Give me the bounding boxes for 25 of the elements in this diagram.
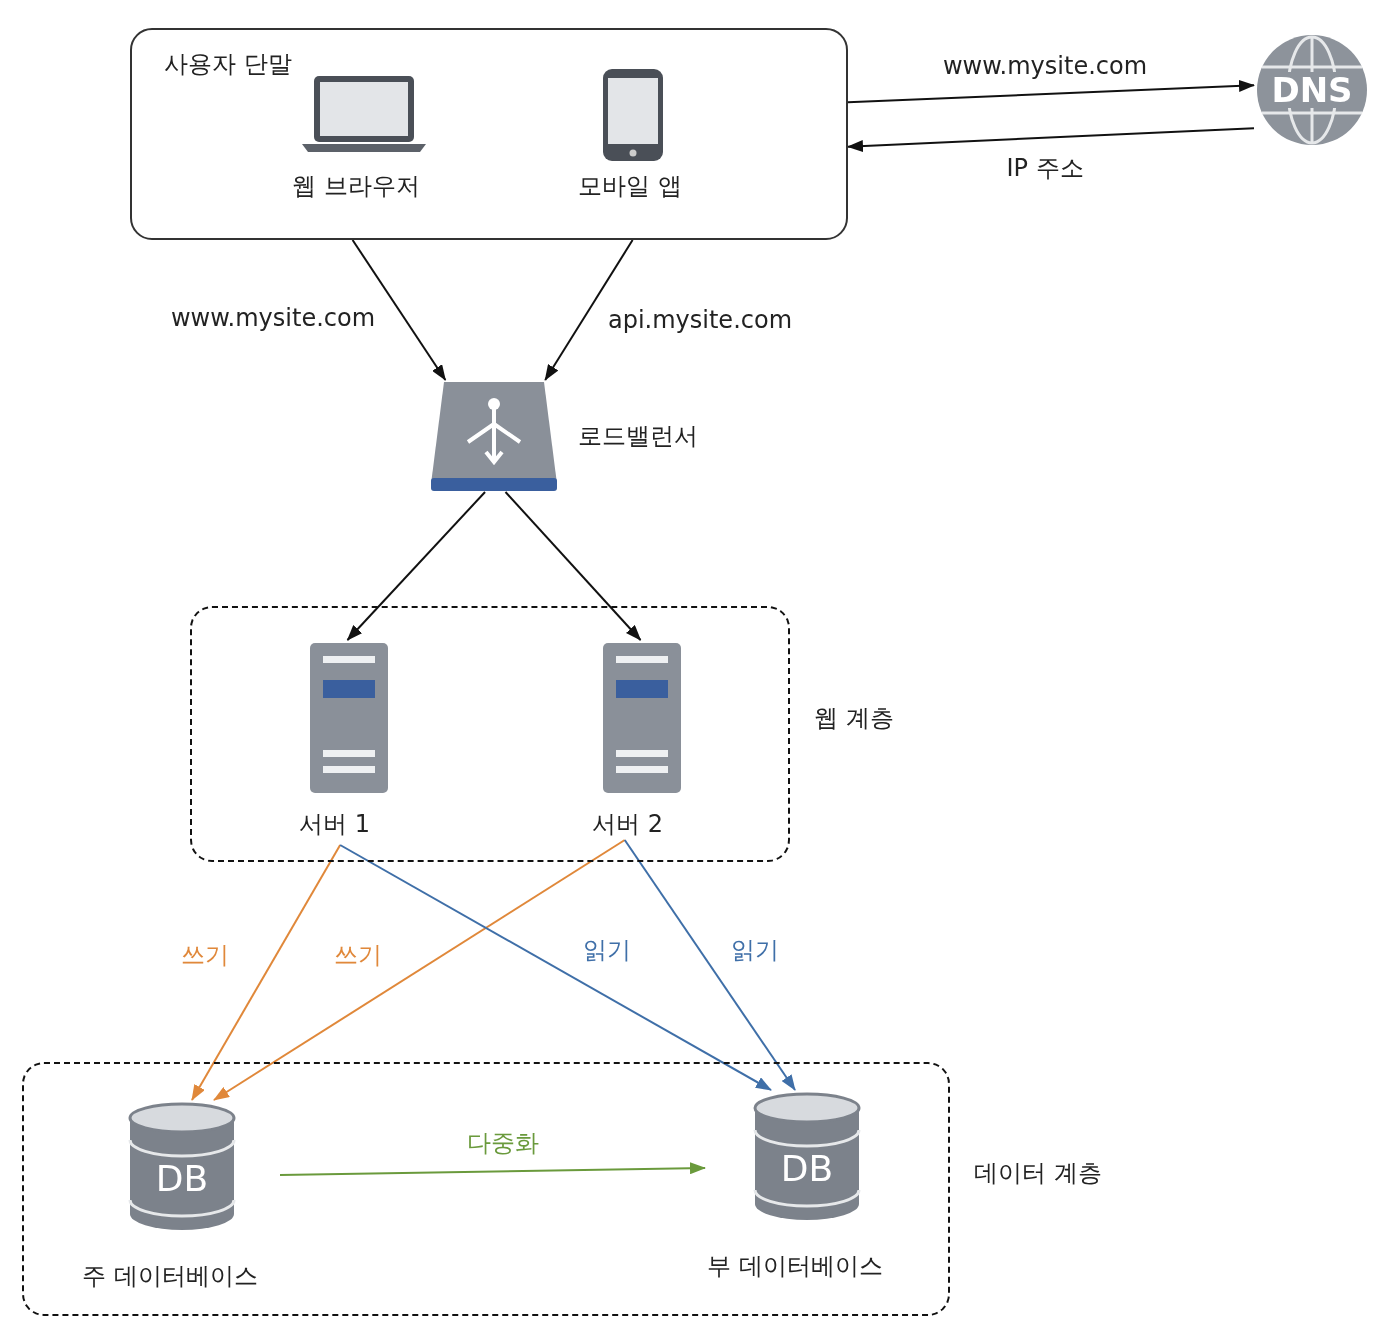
arrow xyxy=(339,844,772,1091)
database-name: 주 데이터베이스 xyxy=(82,1261,258,1292)
database-label: DB xyxy=(154,1158,210,1199)
arrow xyxy=(191,844,342,1101)
database-label: DB xyxy=(779,1148,835,1189)
group-title: 사용자 단말 xyxy=(164,49,292,80)
device-label: 웹 브라우저 xyxy=(292,171,420,202)
tier-label: 데이터 계층 xyxy=(974,1158,1102,1189)
server-label: 서버 1 xyxy=(299,809,370,840)
arrow xyxy=(213,839,626,1101)
device-group-box xyxy=(130,28,848,240)
dns-label: DNS xyxy=(1270,70,1354,110)
arrow xyxy=(623,839,796,1091)
arrow xyxy=(351,239,447,381)
device-label: 모바일 앱 xyxy=(578,171,682,202)
arrow xyxy=(847,127,1255,153)
tier-label: 웹 계층 xyxy=(814,703,894,734)
component-label: 로드밸런서 xyxy=(578,421,698,452)
arrow xyxy=(504,491,642,641)
arrow xyxy=(847,80,1255,104)
arrow xyxy=(544,239,634,381)
arrow xyxy=(346,491,487,641)
database-name: 부 데이터베이스 xyxy=(707,1251,883,1282)
arrow xyxy=(279,1162,706,1176)
server-label: 서버 2 xyxy=(592,809,663,840)
